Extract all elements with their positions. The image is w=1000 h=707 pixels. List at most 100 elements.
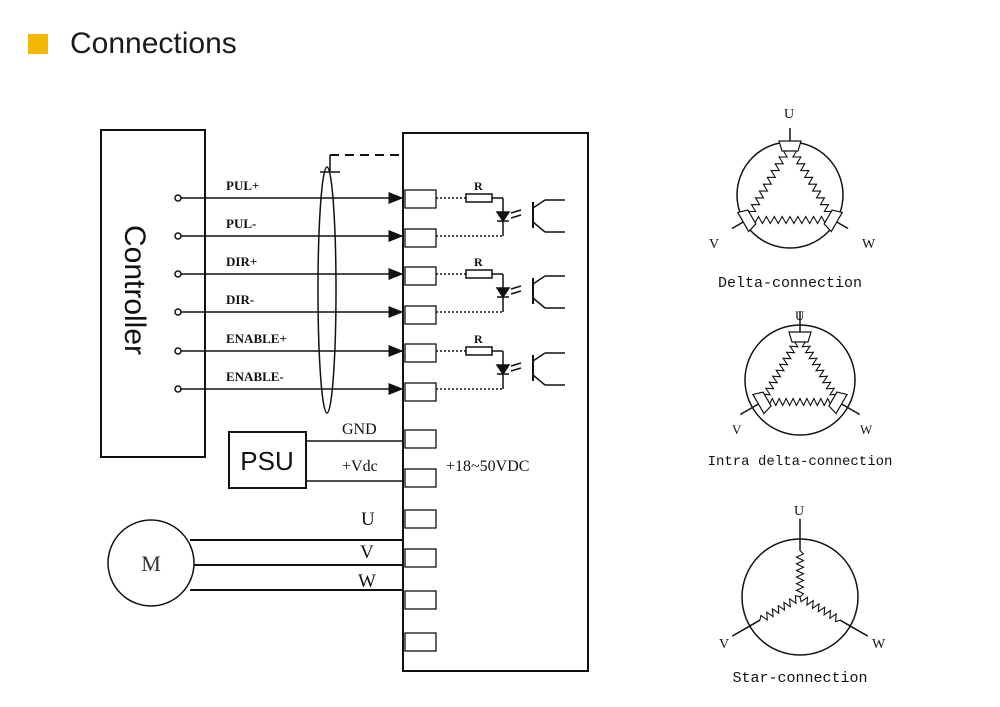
signal-node — [174, 270, 182, 278]
cap-shape — [788, 331, 812, 343]
cap-shape — [823, 209, 844, 233]
winding-coil — [795, 550, 805, 598]
terminal-block — [404, 189, 437, 209]
light-ray — [510, 362, 522, 367]
stator-circle — [736, 141, 844, 249]
emitter — [532, 297, 546, 309]
controller-box — [100, 129, 206, 458]
phase-lead — [731, 619, 761, 637]
psu-box — [228, 431, 307, 489]
light-ray — [510, 214, 522, 219]
intra-delta-w-label: W — [860, 422, 873, 437]
terminal-block — [404, 548, 437, 568]
terminal-block — [404, 590, 437, 610]
signal-node — [174, 308, 182, 316]
phase-u-label: U — [361, 509, 375, 530]
gnd-label: GND — [342, 421, 377, 438]
resistor — [465, 269, 493, 279]
collector — [532, 199, 546, 209]
cap-shape — [736, 209, 757, 233]
winding-coil — [788, 144, 834, 221]
winding-coil — [797, 335, 839, 403]
phase-lead — [731, 221, 744, 230]
terminal-cap — [823, 209, 849, 233]
emitter — [532, 221, 546, 233]
signal-lines: PUL+ PUL- DIR+ DIR- ENABLE+ ENABLE- — [174, 178, 404, 395]
signal-label: PUL+ — [226, 178, 259, 193]
driver-terminals — [404, 189, 437, 652]
star-w-label: W — [872, 637, 886, 652]
controller-label: Controller — [118, 225, 151, 355]
terminal-block — [404, 343, 437, 363]
light-ray — [510, 209, 522, 214]
driver-box — [402, 132, 589, 672]
star-v-label: V — [719, 637, 729, 652]
intra-delta-connection-label: Intra delta-connection — [708, 454, 893, 470]
cap-shape — [778, 140, 802, 152]
terminal-block — [404, 382, 437, 402]
voltage-range-label: +18~50VDC — [446, 458, 529, 475]
signal-node — [174, 194, 182, 202]
terminal-block — [404, 429, 437, 449]
delta-connection-diagram — [731, 128, 849, 249]
phase-lead — [739, 403, 759, 416]
led-diode — [495, 211, 511, 223]
winding-coil — [746, 215, 834, 225]
resistor — [465, 193, 493, 203]
page-title: Connections — [70, 27, 237, 60]
cap-shape — [828, 391, 848, 415]
light-ray — [510, 290, 522, 295]
intra-delta-connection-diagram — [739, 311, 861, 436]
phase-lead — [836, 221, 849, 230]
delta-w-label: W — [862, 237, 876, 252]
collector — [532, 352, 546, 362]
vdc-label: +Vdc — [342, 458, 378, 475]
resistor-label: R — [474, 179, 483, 193]
signal-label: DIR- — [226, 292, 254, 307]
signal-node — [174, 232, 182, 240]
terminal-cap — [731, 209, 757, 233]
motor-circle — [107, 519, 195, 607]
light-ray — [510, 367, 522, 372]
signal-node — [174, 385, 182, 393]
winding-coil — [761, 397, 839, 407]
light-ray — [510, 285, 522, 290]
terminal-block — [404, 228, 437, 248]
intra-delta-u-label: U — [795, 308, 805, 323]
section-header: Connections — [28, 24, 237, 64]
star-u-label: U — [794, 504, 804, 519]
collector — [532, 275, 546, 285]
delta-v-label: V — [709, 237, 719, 252]
delta-u-label: U — [784, 107, 794, 122]
terminal-block — [404, 266, 437, 286]
cable-shield-ellipse — [317, 166, 337, 414]
led-diode — [495, 364, 511, 376]
phase-lead — [841, 403, 861, 416]
signal-label: ENABLE- — [226, 369, 284, 384]
signal-node — [174, 347, 182, 355]
signal-label: ENABLE+ — [226, 331, 287, 346]
resistor — [465, 346, 493, 356]
cap-shape — [752, 391, 772, 415]
terminal-cap — [778, 128, 802, 152]
terminal-cap — [788, 311, 812, 343]
signal-label: PUL- — [226, 216, 256, 231]
signal-label: DIR+ — [226, 254, 257, 269]
winding-coil — [759, 594, 801, 622]
motor-label: M — [141, 551, 161, 576]
terminal-block — [404, 509, 437, 529]
psu-label: PSU — [240, 446, 293, 476]
optocouplers: RRR — [436, 179, 565, 390]
terminal-cap — [828, 391, 861, 416]
star-connection-diagram — [731, 518, 869, 656]
emitter — [532, 374, 546, 386]
winding-coil — [746, 144, 792, 221]
resistor-label: R — [474, 255, 483, 269]
terminal-cap — [739, 391, 772, 416]
delta-connection-label: Delta-connection — [718, 275, 862, 292]
winding-coil — [799, 596, 841, 623]
phase-v-label: V — [360, 542, 374, 563]
terminal-block — [404, 632, 437, 652]
winding-coil — [761, 335, 803, 403]
